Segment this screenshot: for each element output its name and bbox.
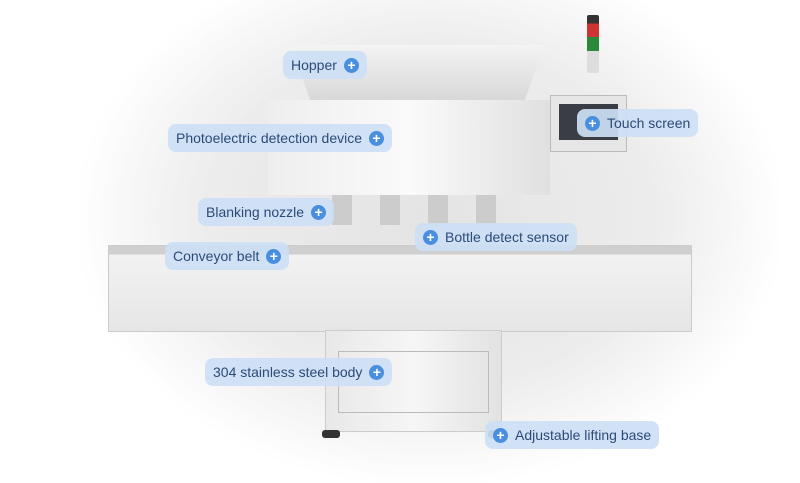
steel-body [325,330,502,432]
hopper-label-text: Hopper [291,57,337,73]
conveyor-belt-label[interactable]: Conveyor belt + [165,242,290,270]
steel-body-label[interactable]: 304 stainless steel body + [205,358,393,386]
photoelectric-label-text: Photoelectric detection device [176,130,362,146]
photoelectric-label[interactable]: Photoelectric detection device + [168,124,392,152]
blanking-nozzle-label[interactable]: Blanking nozzle + [198,198,335,226]
hopper-label[interactable]: Hopper + [283,51,367,79]
plus-icon[interactable]: + [423,229,438,245]
bottle-sensor-label[interactable]: + Bottle detect sensor [415,223,577,251]
steel-body-label-text: 304 stainless steel body [213,364,363,380]
plus-icon[interactable]: + [493,427,508,443]
foot-left [322,430,340,438]
nozzles [320,195,510,225]
plus-icon[interactable]: + [369,130,384,146]
plus-icon[interactable]: + [585,115,600,131]
touch-screen-label-text: Touch screen [607,115,691,131]
bottle-sensor-label-text: Bottle detect sensor [445,229,569,245]
plus-icon[interactable]: + [311,204,327,220]
touch-screen-label[interactable]: + Touch screen [577,109,699,137]
signal-tower [587,15,599,73]
plus-icon[interactable]: + [266,248,282,264]
blanking-nozzle-label-text: Blanking nozzle [206,204,305,220]
conveyor-belt-label-text: Conveyor belt [173,248,260,264]
lifting-base-label-text: Adjustable lifting base [515,427,652,443]
plus-icon[interactable]: + [343,57,359,73]
plus-icon[interactable]: + [369,364,385,380]
lifting-base-label[interactable]: + Adjustable lifting base [485,421,660,449]
